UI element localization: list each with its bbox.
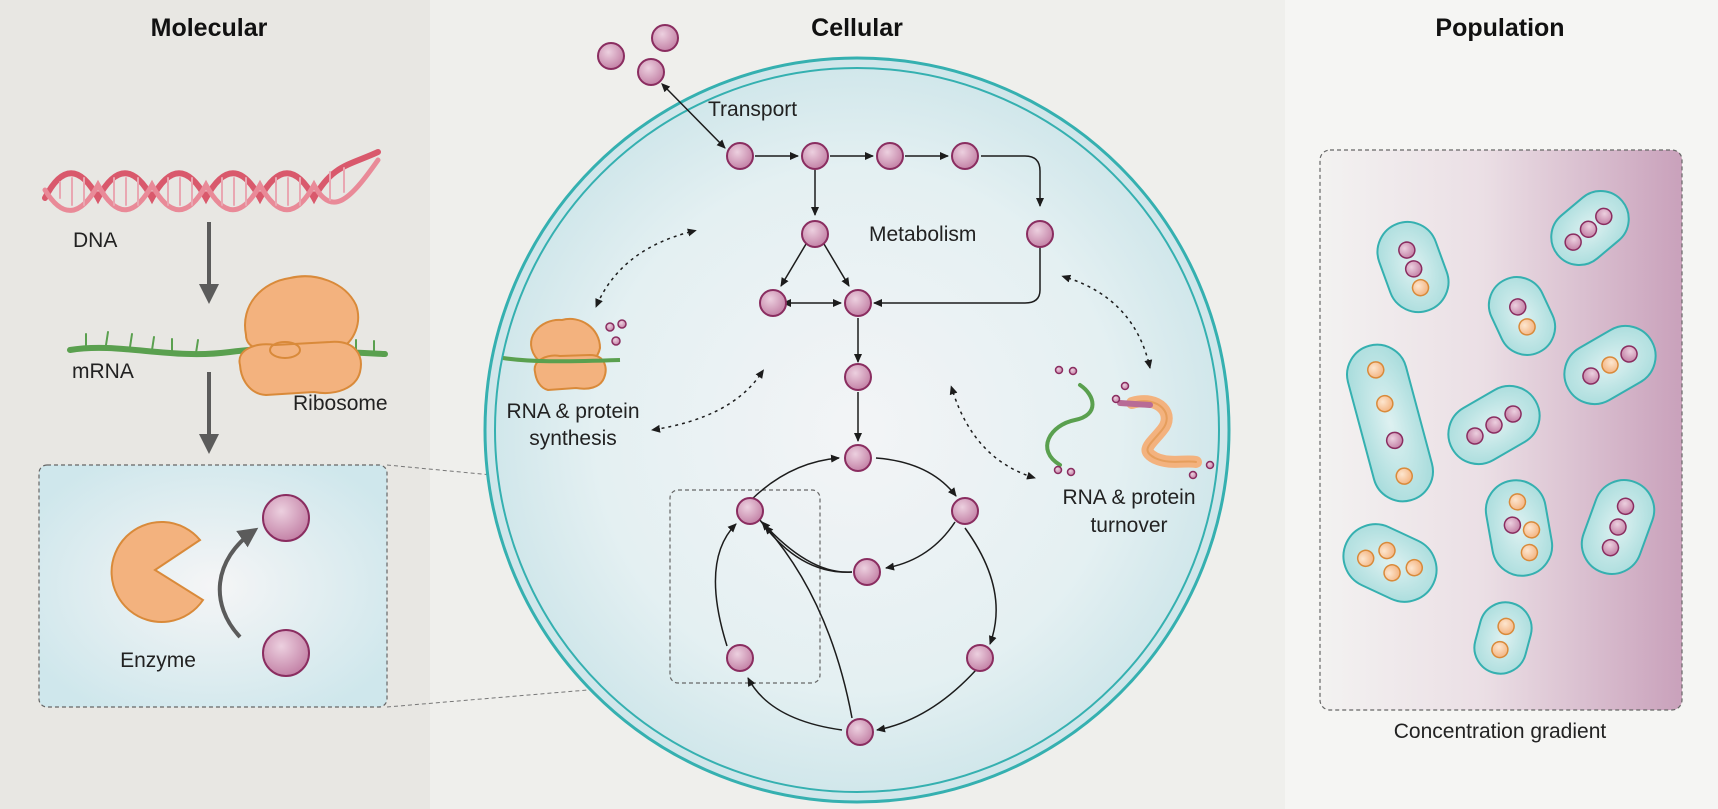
- dna-label: DNA: [73, 229, 117, 252]
- bacterium-icon: [1447, 385, 1541, 465]
- bacterium-icon: [1580, 479, 1656, 575]
- product-metabolite-icon: [262, 494, 310, 542]
- synthesis-ribosome-icon: [502, 317, 627, 392]
- synthesis-label-line1: RNA & protein: [506, 400, 639, 423]
- turnover-label-line1: RNA & protein: [1062, 486, 1195, 509]
- bacterium-icon: [1473, 601, 1533, 675]
- enzyme-label: Enzyme: [120, 649, 196, 672]
- transport-label: Transport: [708, 98, 797, 121]
- enzyme-reaction-box: [38, 464, 388, 708]
- bacterium-icon: [1346, 343, 1434, 503]
- bacterium-icon: [1487, 276, 1557, 356]
- metabolism-edges: [714, 152, 1044, 733]
- cellular-title: Cellular: [811, 14, 903, 42]
- ribosome-label: Ribosome: [293, 392, 388, 415]
- transport-arrow: [661, 83, 726, 149]
- bacteria-population: [1342, 190, 1657, 675]
- interaction-arrows: [595, 228, 1153, 480]
- substrate-metabolite-icon: [262, 629, 310, 677]
- catalysis-arrow: [217, 527, 259, 639]
- synthesis-label-line2: synthesis: [529, 427, 617, 450]
- extracellular-metabolites: [597, 24, 679, 86]
- mrna-label: mRNA: [72, 360, 134, 383]
- bacterium-icon: [1376, 220, 1450, 314]
- bacterium-icon: [1342, 523, 1438, 603]
- metabolism-nodes: [726, 142, 1054, 746]
- metabolism-label: Metabolism: [869, 223, 976, 246]
- bacterium-icon: [1484, 479, 1554, 577]
- ribosome-icon: [238, 275, 362, 397]
- enzyme-icon: [110, 521, 205, 623]
- cell-membrane-inner: [494, 67, 1220, 793]
- molecular-title: Molecular: [151, 14, 268, 42]
- zoom-line-bottom: [386, 682, 671, 708]
- turnover-label-line2: turnover: [1090, 514, 1167, 537]
- zoom-region-box: [669, 489, 821, 684]
- turnover-icon: [1045, 365, 1215, 480]
- bacterium-icon: [1563, 325, 1657, 405]
- dna-helix-icon: [42, 149, 381, 213]
- population-title: Population: [1435, 14, 1564, 42]
- bacterium-icon: [1550, 190, 1630, 266]
- gradient-label: Concentration gradient: [1394, 720, 1607, 743]
